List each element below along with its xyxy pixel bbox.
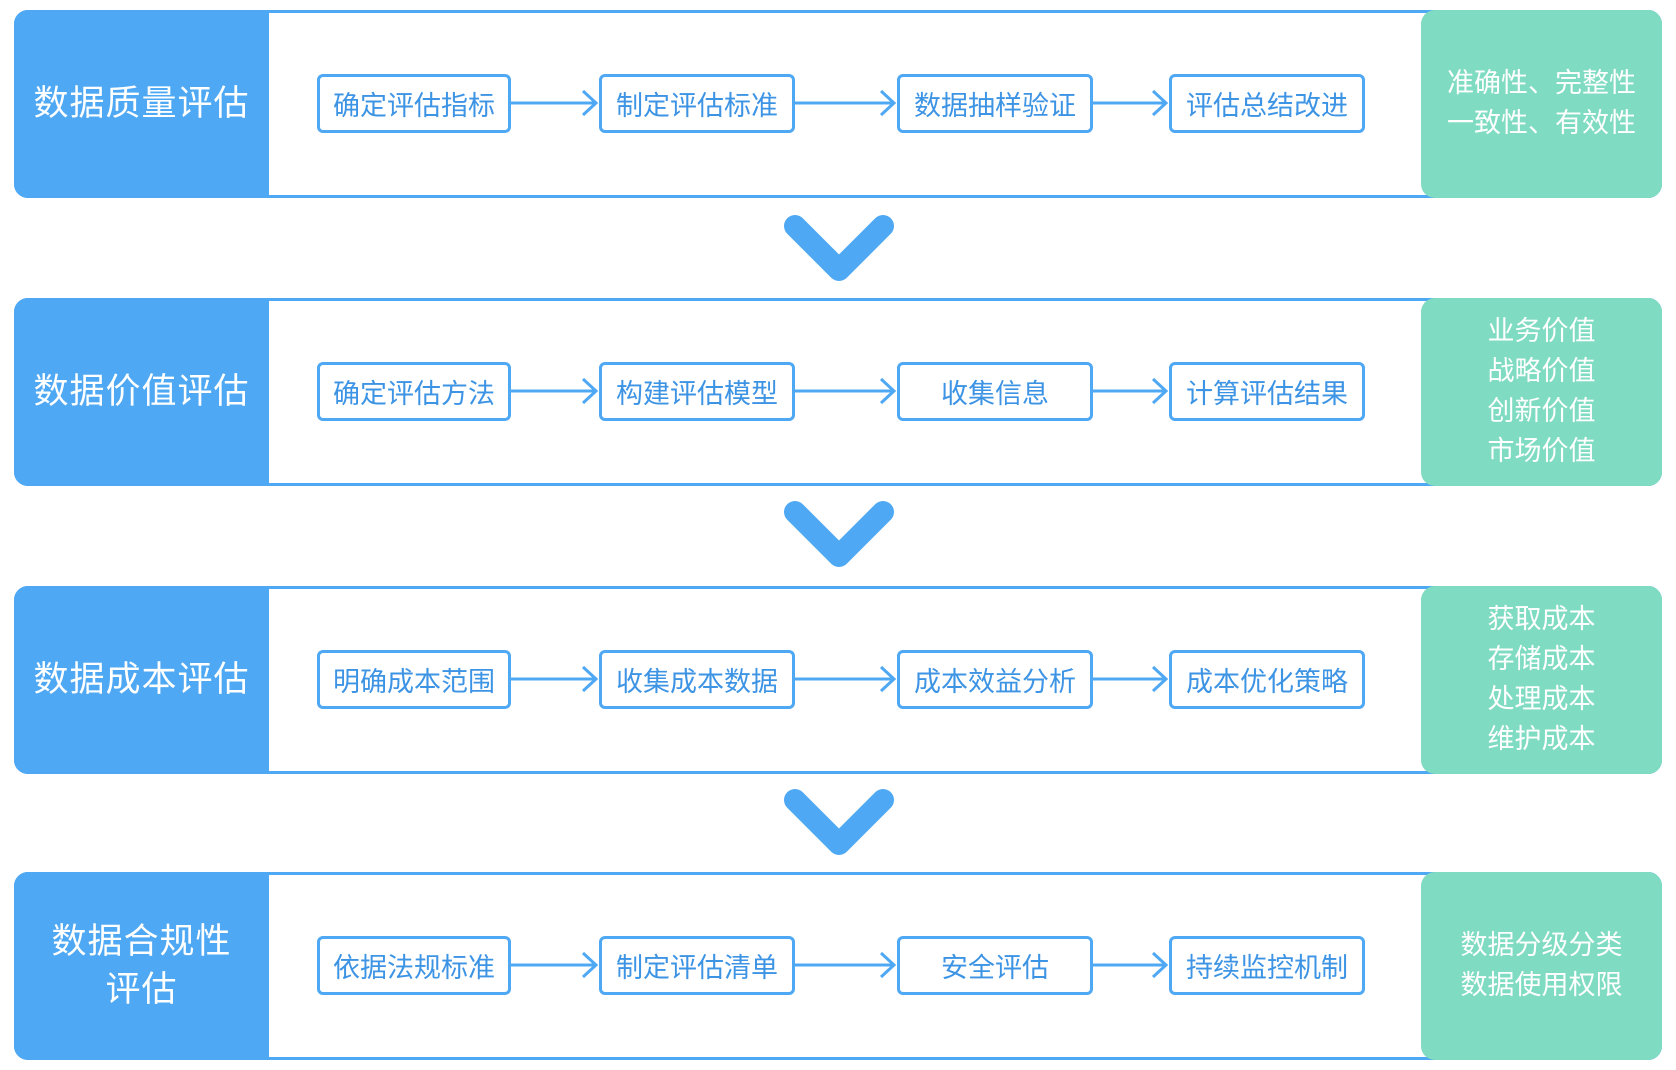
attribute-line: 获取成本	[1487, 604, 1596, 635]
arrow-right-icon	[1093, 951, 1169, 979]
attribute-line: 战略价值	[1487, 356, 1596, 387]
arrow-right-icon	[1093, 89, 1169, 117]
attribute-line: 维护成本	[1487, 724, 1596, 755]
arrow-right-icon	[1093, 377, 1169, 405]
process-step: 制定评估标准	[599, 74, 795, 133]
process-step: 收集信息	[897, 362, 1093, 421]
process-step: 明确成本范围	[317, 650, 511, 709]
process-step: 评估总结改进	[1169, 74, 1365, 133]
process-step: 数据抽样验证	[897, 74, 1093, 133]
process-step: 制定评估清单	[599, 936, 795, 995]
attribute-line: 创新价值	[1487, 396, 1596, 427]
attribute-line: 处理成本	[1487, 684, 1596, 715]
arrow-right-icon	[511, 377, 599, 405]
process-step: 构建评估模型	[599, 362, 795, 421]
process-step: 成本优化策略	[1169, 650, 1365, 709]
process-step: 计算评估结果	[1169, 362, 1365, 421]
assessment-row-quality: 数据质量评估 确定评估指标 制定评估标准 数据抽样验证 评估总结改进 准确性、完…	[14, 10, 1662, 198]
process-step: 依据法规标准	[317, 936, 511, 995]
process-step: 确定评估指标	[317, 74, 511, 133]
chevron-down-icon	[784, 215, 894, 281]
arrow-right-icon	[795, 377, 897, 405]
attribute-panel: 准确性、完整性 一致性、有效性	[1421, 10, 1662, 198]
attribute-panel: 业务价值 战略价值 创新价值 市场价值	[1421, 298, 1662, 486]
attribute-line: 业务价值	[1487, 316, 1596, 347]
arrow-right-icon	[511, 89, 599, 117]
row-title: 数据价值评估	[14, 298, 269, 486]
row-title: 数据成本评估	[14, 586, 269, 774]
arrow-right-icon	[795, 665, 897, 693]
process-step: 持续监控机制	[1169, 936, 1365, 995]
assessment-row-cost: 数据成本评估 明确成本范围 收集成本数据 成本效益分析 成本优化策略 获取成本 …	[14, 586, 1662, 774]
chevron-down-icon	[784, 789, 894, 855]
attribute-line: 准确性、完整性	[1447, 68, 1636, 99]
assessment-row-compliance: 数据合规性 评估 依据法规标准 制定评估清单 安全评估 持续监控机制 数据分级分…	[14, 872, 1662, 1060]
attribute-panel: 数据分级分类 数据使用权限	[1421, 872, 1662, 1060]
assessment-row-value: 数据价值评估 确定评估方法 构建评估模型 收集信息 计算评估结果 业务价值 战略…	[14, 298, 1662, 486]
process-step: 安全评估	[897, 936, 1093, 995]
attribute-line: 数据使用权限	[1460, 970, 1623, 1001]
row-title: 数据质量评估	[14, 10, 269, 198]
attribute-line: 市场价值	[1487, 436, 1596, 467]
arrow-right-icon	[511, 951, 599, 979]
attribute-line: 存储成本	[1487, 644, 1596, 675]
process-step: 成本效益分析	[897, 650, 1093, 709]
arrow-right-icon	[511, 665, 599, 693]
arrow-right-icon	[1093, 665, 1169, 693]
process-step: 收集成本数据	[599, 650, 795, 709]
arrow-right-icon	[795, 951, 897, 979]
attribute-panel: 获取成本 存储成本 处理成本 维护成本	[1421, 586, 1662, 774]
row-title: 数据合规性 评估	[14, 872, 269, 1060]
chevron-down-icon	[784, 501, 894, 567]
arrow-right-icon	[795, 89, 897, 117]
process-step: 确定评估方法	[317, 362, 511, 421]
attribute-line: 数据分级分类	[1460, 930, 1623, 961]
attribute-line: 一致性、有效性	[1447, 108, 1636, 139]
